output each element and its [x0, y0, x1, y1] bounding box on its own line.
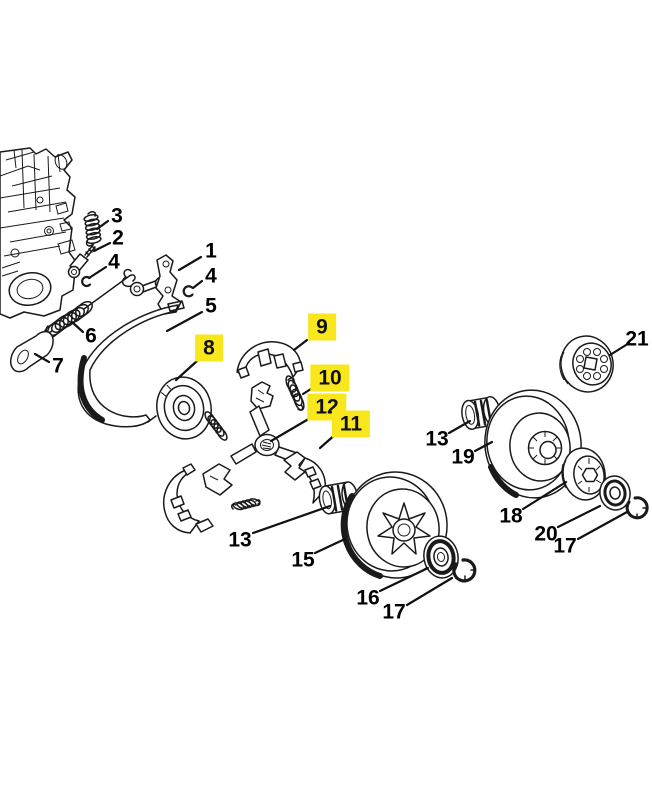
leader-line-1 — [177, 255, 203, 272]
rim-sprocket-18-drawing — [561, 447, 606, 501]
callout-19: 19 — [451, 445, 475, 469]
e-clip-17-right-drawing — [625, 496, 649, 520]
clutch-shoe-left-drawing — [163, 463, 233, 534]
callout-4: 4 — [108, 250, 120, 274]
roller-7-drawing — [9, 330, 54, 373]
leader-line-2 — [92, 241, 112, 253]
callout-18: 18 — [499, 504, 523, 528]
small-spring-drawing — [204, 411, 228, 441]
callout-5: 5 — [205, 294, 217, 318]
leader-line-18 — [521, 480, 568, 511]
callout-4: 4 — [205, 264, 217, 288]
leader-line-4 — [87, 265, 108, 280]
washer-16-drawing — [423, 535, 459, 579]
callout-1: 1 — [205, 239, 217, 263]
callout-17: 17 — [382, 600, 406, 624]
leader-line-3 — [95, 219, 110, 231]
spring-3-drawing — [83, 211, 102, 247]
leader-line-4 — [191, 279, 204, 290]
leader-line-21 — [608, 343, 628, 357]
leader-line-9 — [292, 338, 309, 352]
retainer-11-drawing — [283, 451, 326, 504]
needle-bearing-13-right-drawing — [461, 395, 501, 431]
leader-line-8 — [174, 359, 199, 382]
callout-13: 13 — [425, 427, 449, 451]
clutch-drum-15-drawing — [340, 471, 448, 579]
spring-6-drawing — [43, 274, 136, 340]
leader-line-6 — [70, 320, 85, 334]
callout-8-highlighted: 8 — [195, 334, 223, 362]
leader-line-13 — [447, 419, 472, 435]
callout-7: 7 — [52, 354, 64, 378]
leader-line-19 — [473, 440, 494, 453]
brake-band-5-drawing — [77, 300, 185, 428]
clutch-shoe-9-drawing — [236, 341, 304, 379]
callout-13: 13 — [228, 528, 252, 552]
tiny-spring-drawing — [231, 498, 261, 511]
callout-15: 15 — [291, 548, 315, 572]
rim-sprocket-21-drawing — [559, 335, 614, 393]
leader-line-13 — [251, 504, 332, 535]
lever-1-drawing — [121, 254, 182, 315]
washer-20-drawing — [599, 475, 631, 511]
leader-line-15 — [313, 537, 347, 555]
bracket-drawing-top — [250, 381, 274, 410]
callout-17: 17 — [553, 534, 577, 558]
washer-4-left-drawing — [81, 275, 92, 288]
clutch-drum-19-drawing — [484, 389, 582, 499]
callout-3: 3 — [111, 204, 123, 228]
leader-line-7 — [33, 352, 51, 364]
e-clip-17-bottom-drawing — [452, 558, 477, 583]
callout-11-highlighted: 11 — [331, 410, 371, 438]
leader-line-12 — [269, 415, 314, 443]
lever-2-drawing — [67, 244, 96, 279]
washer-4-right-drawing — [182, 285, 194, 298]
callout-20: 20 — [534, 522, 558, 546]
spring-10-drawing — [285, 375, 305, 411]
callout-2: 2 — [112, 226, 124, 250]
crankcase-drawing — [0, 147, 77, 319]
callout-6: 6 — [85, 324, 97, 348]
callout-21: 21 — [625, 327, 649, 351]
callout-10-highlighted: 10 — [310, 364, 350, 392]
leader-line-17 — [405, 576, 454, 607]
callout-9-highlighted: 9 — [308, 313, 336, 341]
leader-line-17 — [576, 510, 629, 541]
callout-16: 16 — [356, 586, 380, 610]
leader-line-20 — [556, 504, 602, 529]
leader-line-5 — [165, 310, 204, 333]
leader-line-16 — [378, 566, 430, 593]
